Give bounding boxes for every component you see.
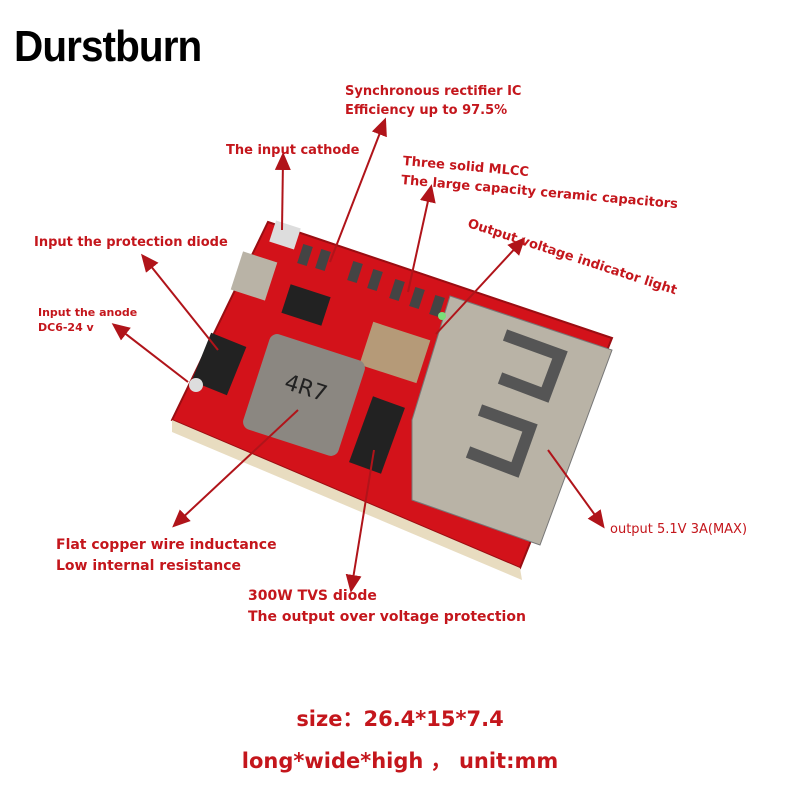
callout-arrows [111, 117, 605, 593]
indicator-led [438, 312, 446, 320]
label-diode: Input the protection diode [34, 235, 228, 250]
ic-chip [281, 284, 331, 326]
size-dimensions: size：26.4*15*7.4 [296, 707, 504, 731]
protection-diode [191, 332, 247, 396]
label-output: output 5.1V 3A(MAX) [610, 522, 748, 537]
tvs-diode [349, 396, 405, 474]
inductor [243, 334, 365, 456]
size-units: long*wide*high ， unit:mm [241, 749, 559, 773]
mlcc-capacitors [359, 321, 431, 384]
pcb-board: 4R7 [170, 220, 614, 580]
brand-logo: Durstburn [14, 22, 202, 71]
label-cathode: The input cathode [226, 143, 360, 158]
